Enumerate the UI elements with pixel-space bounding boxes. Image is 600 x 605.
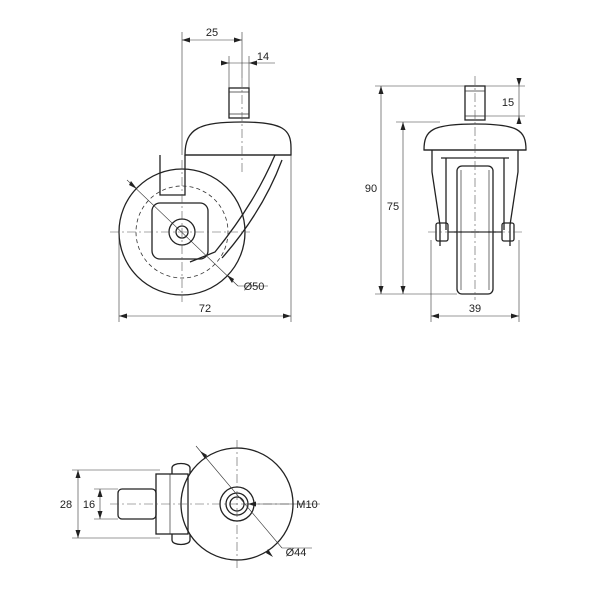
dim-stem-depth-label: 16 <box>83 499 95 511</box>
side-axle <box>175 225 189 239</box>
dim-m10-arrow <box>248 501 256 507</box>
dim-stem-length-label: 15 <box>502 97 514 109</box>
dim-39-arrow-left <box>431 313 439 319</box>
dim-overall-height-label: 90 <box>365 183 377 195</box>
dim-thread-label: M10 <box>296 499 317 511</box>
dim-15-arrow-bottom <box>516 116 522 124</box>
front-stem <box>464 85 486 121</box>
dim-39-arrow-right <box>511 313 519 319</box>
dim-wheel-width-label: 39 <box>469 303 481 315</box>
dim-overall-width-label: 72 <box>199 303 211 315</box>
side-fork-plate <box>151 202 209 260</box>
dim-28-arrow-bottom <box>75 530 81 538</box>
front-fork-left-outer <box>431 150 441 246</box>
dim-14-arrow-left <box>221 60 229 66</box>
dim-15-arrow-top <box>516 78 522 86</box>
dim-28-arrow-top <box>75 470 81 478</box>
dim-overall-depth-label: 28 <box>60 499 72 511</box>
dim-mount-offset-label: 25 <box>206 27 218 39</box>
dim-16-arrow-top <box>97 489 103 497</box>
front-mount-plate <box>423 123 527 151</box>
side-wheel-hub-hidden <box>135 185 229 279</box>
dim-75-arrow-top <box>400 122 406 130</box>
side-fork-arm-outer <box>221 159 283 259</box>
dim-44-arrow-b <box>266 549 273 557</box>
dim-wheel-diameter-label: Ø50 <box>244 281 265 293</box>
dim-14-arrow-right <box>249 60 257 66</box>
bottom-axle-nut-top <box>171 462 191 474</box>
side-fork-arm <box>189 154 276 263</box>
side-mount-plate <box>184 121 292 156</box>
side-view: 25 14 Ø50 72 <box>110 27 292 322</box>
front-fork-right-outer <box>509 150 519 246</box>
dim-44-leader <box>195 445 283 549</box>
dim-stem-width-label: 14 <box>257 51 269 63</box>
dim-90-arrow-bottom <box>378 286 384 294</box>
bottom-view: 28 16 M10 Ø44 <box>60 440 320 568</box>
dim-75-arrow-bottom <box>400 286 406 294</box>
dim-50-arrow-a <box>129 181 137 189</box>
dim-25-arrow-right <box>234 37 242 43</box>
dim-25-arrow-left <box>182 37 190 43</box>
bottom-axle-nut-bottom <box>171 534 191 546</box>
side-fork-back <box>159 155 186 196</box>
dim-50-arrow-b <box>227 275 234 283</box>
dim-90-arrow-top <box>378 86 384 94</box>
front-view: 90 75 15 39 <box>365 76 527 322</box>
dim-72-arrow-left <box>119 313 127 319</box>
dim-16-arrow-bottom <box>97 511 103 519</box>
dim-plate-diameter-label: Ø44 <box>286 547 307 559</box>
dim-44-arrow-a <box>200 451 207 459</box>
dim-50-leader <box>126 179 239 287</box>
dim-wheel-top-height-label: 75 <box>387 201 399 213</box>
dim-72-arrow-right <box>283 313 291 319</box>
side-stem <box>228 87 250 119</box>
